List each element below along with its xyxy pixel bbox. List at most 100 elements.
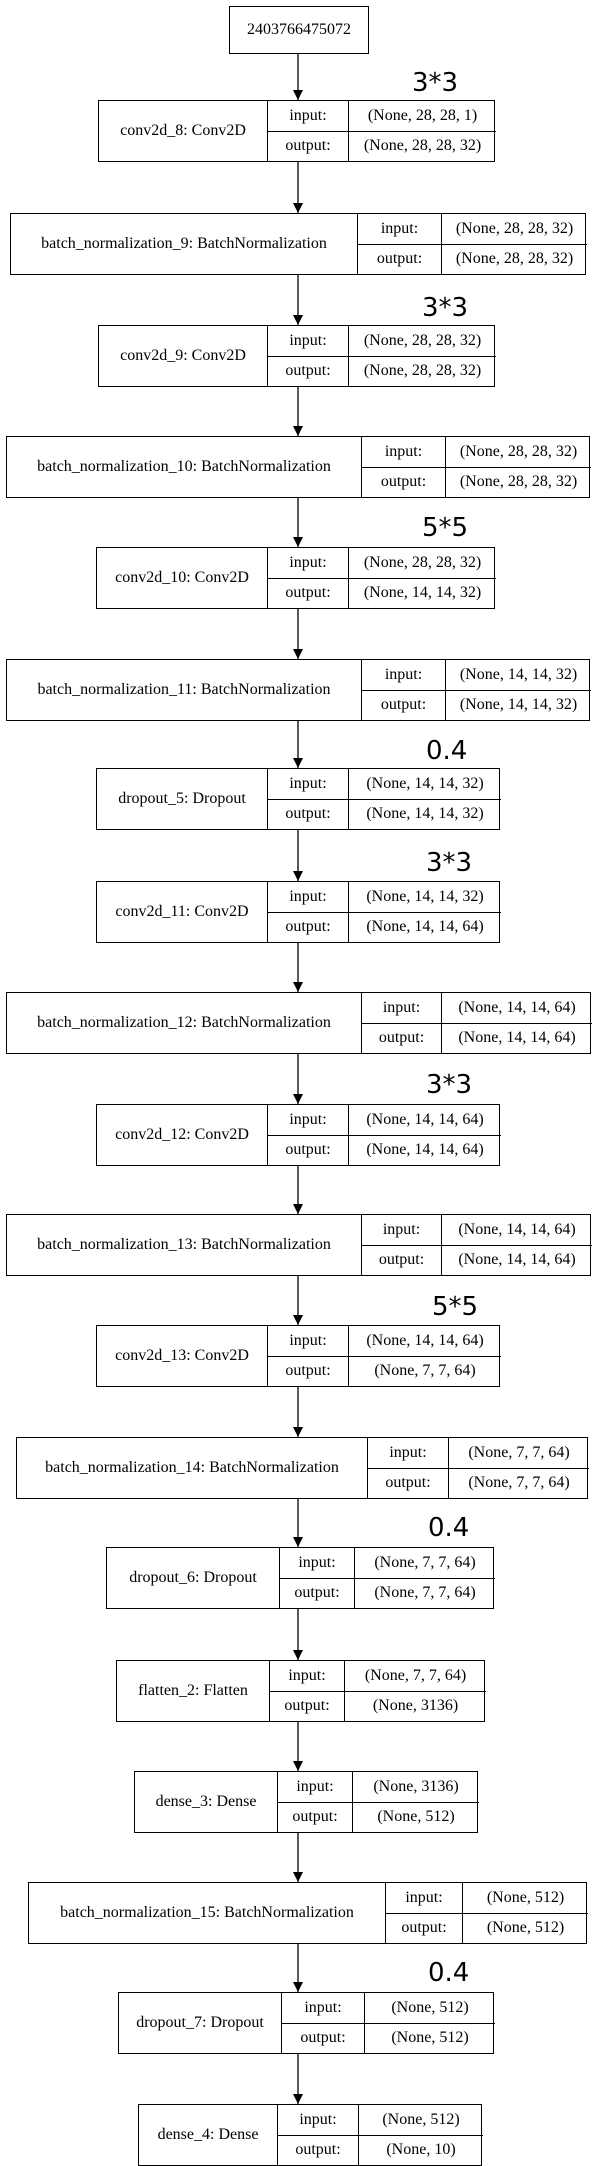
layer-output-shape: (None, 7, 7, 64): [468, 1474, 570, 1492]
layer-input-shape: (None, 28, 28, 32): [363, 553, 482, 571]
layer-input-row: input:(None, 7, 7, 64): [368, 1438, 589, 1468]
layer-input-shape: (None, 28, 28, 32): [455, 219, 574, 237]
layer-input-label: input:: [268, 1105, 349, 1135]
layer-input-row: input: (None, 14, 14, 32): [362, 660, 591, 690]
layer-output-row: output:(None, 512): [386, 1912, 588, 1943]
layer-output-shape: (None, 10): [386, 2141, 456, 2159]
layer-input-shape: (None, 7, 7, 64): [374, 1553, 476, 1571]
layer-input-row: input: (None, 28, 28, 32): [358, 214, 587, 244]
layer-name: conv2d_10: Conv2D: [97, 548, 268, 608]
root-node: 2403766475072: [229, 6, 369, 54]
layer-output-shape: (None, 14, 14, 64): [458, 1029, 576, 1047]
layer-output-shape: (None, 28, 28, 32): [455, 250, 574, 268]
layer-output-row: output: (None, 28, 28, 32): [268, 130, 496, 161]
layer-input-shape: (None, 3136): [373, 1777, 459, 1795]
layer-output-row: output:(None, 512): [278, 1801, 479, 1832]
layer-output-label: output:: [358, 244, 442, 274]
layer-io-table: input:(None, 28, 28, 32)output:(None, 14…: [268, 548, 496, 608]
layer-output-label: output:: [268, 131, 349, 161]
layer-input-label: input:: [278, 2105, 359, 2135]
layer-node: batch_normalization_13: BatchNormalizati…: [6, 1214, 592, 1276]
layer-io-table: input: (None, 512) output: (None, 10): [278, 2105, 483, 2165]
layer-output-row: output: (None, 14, 14, 32): [268, 577, 496, 608]
layer-io-table: input:(None, 7, 7, 64)output:(None, 7, 7…: [280, 1548, 495, 1608]
layer-output-row: output:(None, 14, 14, 64): [268, 1134, 501, 1165]
layer-input-label: input:: [268, 1326, 349, 1356]
layer-node: batch_normalization_11: BatchNormalizati…: [6, 659, 591, 721]
layer-io-table: input:(None, 7, 7, 64)output: (None, 3136…: [270, 1661, 486, 1721]
layer-output-shape: (None, 14, 14, 64): [366, 1141, 484, 1159]
layer-io-table: input:(None, 14, 14, 64)output:(None, 14…: [362, 993, 592, 1053]
layer-input-shape: (None, 14, 14, 64): [458, 998, 576, 1016]
layer-annotation: 0.4: [428, 1513, 470, 1543]
layer-input-label: input:: [362, 437, 446, 467]
layer-input-shape: (None, 7, 7, 64): [468, 1443, 570, 1461]
layer-output-row: output:(None, 14, 14, 32): [268, 798, 501, 829]
layer-output-shape: (None, 7, 7, 64): [374, 1362, 476, 1380]
layer-output-label: output:: [386, 1913, 463, 1943]
layer-output-label: output:: [362, 467, 446, 497]
layer-output-label: output:: [268, 799, 349, 829]
layer-output-row: output: (None, 7, 7, 64): [368, 1467, 589, 1498]
layer-output-shape: (None, 28, 28, 32): [363, 137, 482, 155]
layer-input-row: input: (None, 512): [278, 2105, 483, 2135]
layer-input-label: input:: [358, 214, 442, 244]
layer-io-table: input:(None, 14, 14, 64)output:(None, 14…: [362, 1215, 592, 1275]
layer-input-label: input:: [278, 1772, 353, 1802]
layer-annotation: 3*3: [426, 1070, 473, 1100]
layer-io-table: input:(None, 28, 28, 1)output: (None, 28,…: [268, 101, 496, 161]
layer-output-shape: (None, 7, 7, 64): [374, 1584, 476, 1602]
layer-io-table: input: (None, 28, 28, 32)output: (None, 28…: [362, 437, 591, 497]
layer-input-label: input:: [280, 1548, 355, 1578]
layer-input-row: input: (None, 7, 7, 64): [280, 1548, 495, 1578]
layer-input-shape: (None, 14, 14, 32): [459, 665, 578, 683]
layer-output-label: output:: [368, 1468, 449, 1498]
layer-name: dropout_5: Dropout: [97, 769, 268, 829]
layer-input-row: input:(None, 7, 7, 64): [270, 1661, 486, 1691]
layer-output-row: output: (None, 10): [278, 2134, 483, 2165]
layer-output-shape: (None, 14, 14, 32): [363, 584, 482, 602]
layer-io-table: input: (None, 3136) output:(None, 512): [278, 1772, 479, 1832]
layer-input-shape: (None, 14, 14, 32): [366, 774, 484, 792]
layer-output-label: output:: [268, 578, 349, 608]
layer-input-shape: (None, 28, 28, 1): [367, 106, 478, 124]
layer-output-label: output:: [268, 912, 349, 942]
layer-input-label: input:: [268, 882, 349, 912]
layer-input-row: input:(None, 14, 14, 64): [362, 993, 592, 1023]
layer-output-shape: (None, 14, 14, 32): [459, 696, 578, 714]
layer-input-row: input:(None, 28, 28, 1): [268, 101, 496, 131]
layer-input-label: input:: [362, 660, 446, 690]
layer-output-row: output:(None, 28, 28, 32): [268, 355, 496, 386]
layer-name: dropout_6: Dropout: [107, 1548, 280, 1608]
layer-output-label: output:: [270, 1691, 345, 1721]
layer-output-label: output:: [278, 2135, 359, 2165]
layer-output-shape: (None, 3136): [372, 1697, 459, 1715]
layer-name: dense_3: Dense: [135, 1772, 278, 1832]
layer-annotation: 3*3: [426, 848, 473, 878]
layer-input-label: input:: [268, 769, 349, 799]
layer-input-row: input:(None, 512): [386, 1883, 588, 1913]
layer-input-row: input: (None, 28, 28, 32): [362, 437, 591, 467]
layer-output-label: output:: [282, 2023, 365, 2053]
layer-name: batch_normalization_12: BatchNormalizati…: [7, 993, 362, 1053]
layer-input-shape: (None, 28, 28, 32): [459, 442, 578, 460]
layer-output-row: output:(None, 7, 7, 64): [268, 1355, 501, 1386]
layer-input-shape: (None, 512): [486, 1888, 565, 1906]
layer-name: conv2d_8: Conv2D: [99, 101, 268, 161]
layer-output-row: output: (None, 28, 28, 32): [358, 243, 587, 274]
layer-name: batch_normalization_15: BatchNormalizati…: [29, 1883, 386, 1943]
layer-annotation: 5*5: [422, 513, 469, 543]
layer-name: batch_normalization_10: BatchNormalizati…: [7, 437, 362, 497]
layer-input-label: input:: [282, 1993, 365, 2023]
layer-input-shape: (None, 512): [382, 2110, 460, 2128]
layer-input-label: input:: [362, 1215, 442, 1245]
